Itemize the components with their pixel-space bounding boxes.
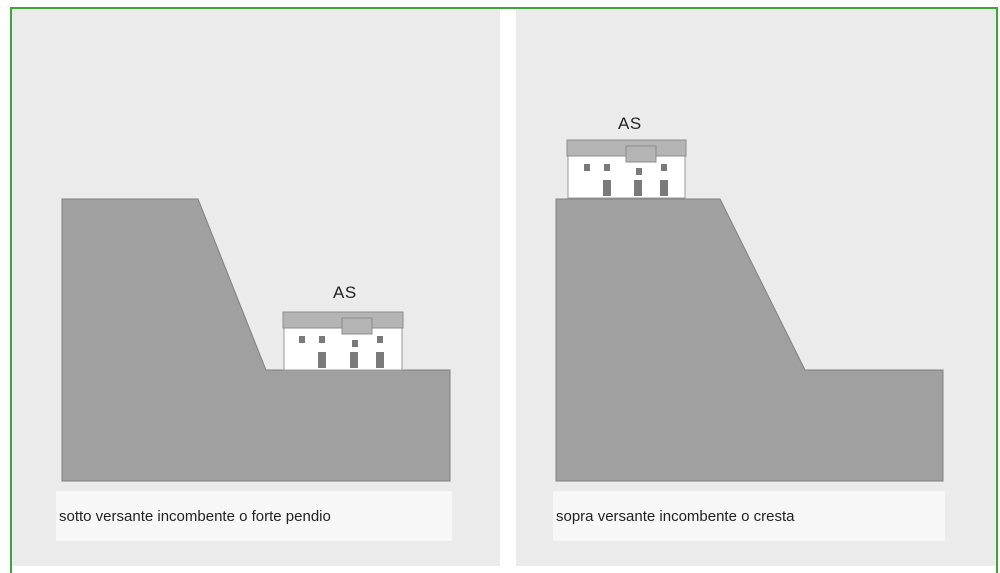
left-slope-terrain [61, 198, 451, 482]
window [660, 180, 668, 196]
right-building-label: AS [618, 114, 642, 133]
left-caption-text: sotto versante incombente o forte pendio [59, 507, 331, 525]
right-caption: sopra versante incombente o cresta [553, 491, 945, 541]
left-building [282, 311, 404, 371]
window [377, 336, 383, 343]
window [634, 180, 642, 196]
panel-divider [500, 9, 516, 566]
window [636, 168, 642, 175]
left-building-roof-center [341, 317, 373, 335]
window [603, 180, 611, 196]
right-caption-text: sopra versante incombente o cresta [556, 507, 795, 525]
window [661, 164, 667, 171]
window [376, 352, 384, 368]
window [352, 340, 358, 347]
right-building [566, 139, 687, 199]
window [350, 352, 358, 368]
window [318, 352, 326, 368]
left-building-label: AS [333, 283, 357, 302]
left-caption: sotto versante incombente o forte pendio [56, 491, 452, 541]
window [299, 336, 305, 343]
window [604, 164, 610, 171]
right-slope-terrain [555, 198, 944, 482]
window [319, 336, 325, 343]
window [584, 164, 590, 171]
right-building-roof-center [625, 145, 657, 163]
